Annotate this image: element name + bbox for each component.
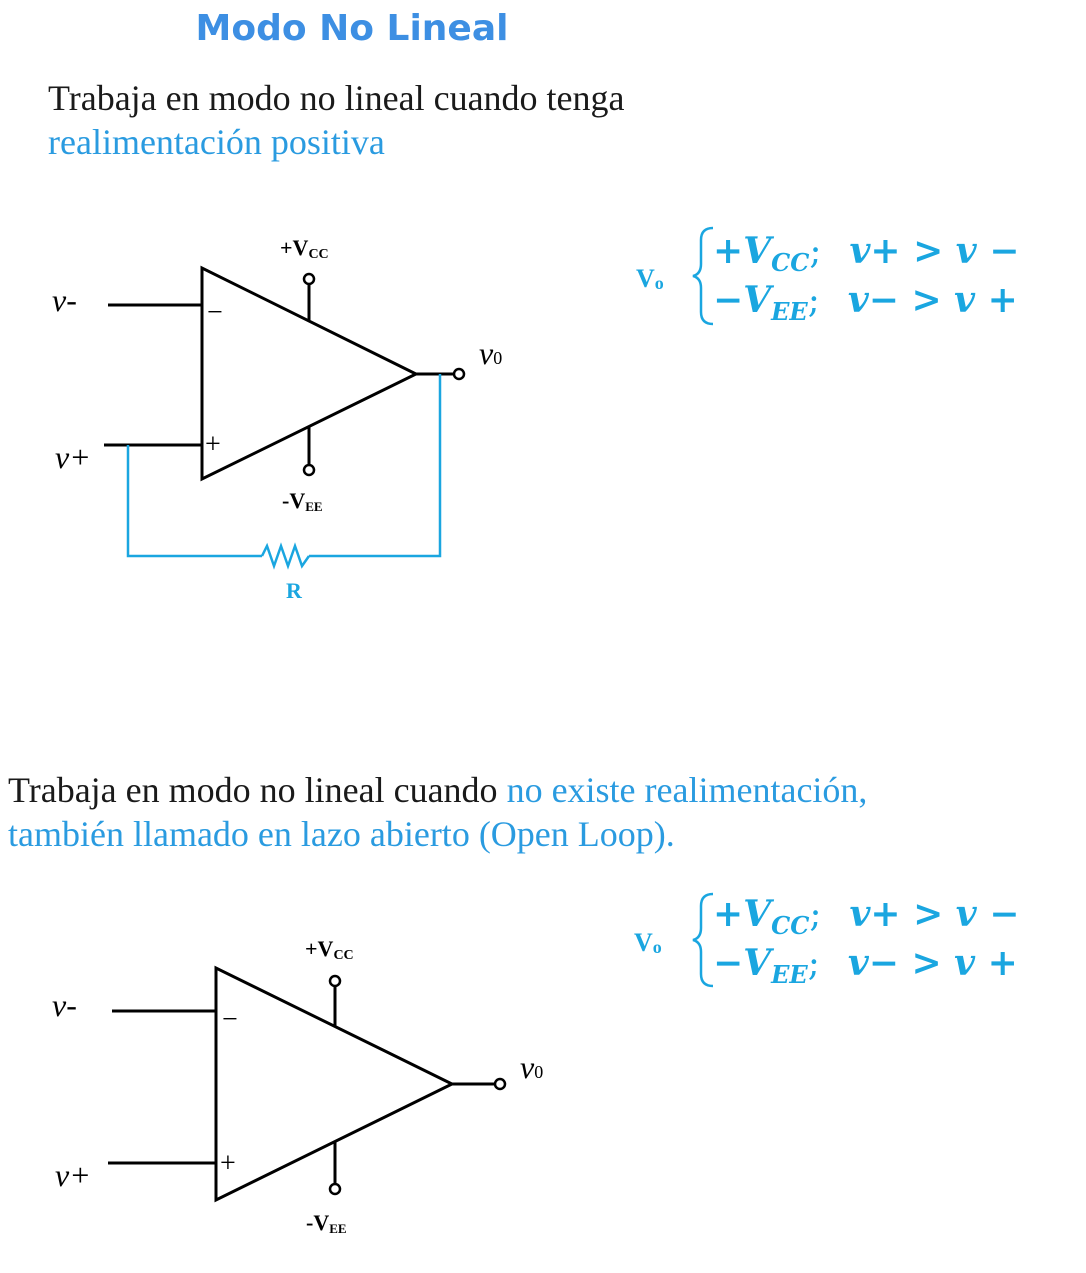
vee-label: -VEE [306,1210,347,1236]
vee-terminal [302,463,316,477]
paragraph-line-dark: Trabaja en modo no lineal cuando tenga [48,78,625,118]
opamp-diagram-positive-feedback: +VCC -VEE − + v- v+ v0 R [52,235,502,603]
feedback-wire [126,445,262,558]
output-equation-1: Vo +VCC;v+ > v − −VEE;v− > v + [636,226,1019,326]
paragraph-open-loop: Trabaja en modo no lineal cuando no exis… [8,768,867,856]
equation-brace [692,892,714,988]
output-label: v0 [479,335,502,371]
vcc-terminal [302,272,316,286]
paragraph-line-2: también llamado en lazo abierto (Open Lo… [8,814,675,854]
plus-input-sign: + [205,429,221,460]
vcc-terminal [328,974,342,988]
output-terminal [493,1077,507,1091]
equation-lhs: Vo [634,928,662,957]
equation-line-1: +VCC;v+ > v − [713,230,1019,277]
equation-brace [692,226,714,326]
equation-lhs: Vo [636,264,664,293]
equation-line-1: +VCC;v+ > v − [713,893,1019,940]
paragraph-line-highlight: realimentación positiva [48,122,385,162]
paragraph-text-dark: Trabaja en modo no lineal cuando [8,770,498,810]
noninverting-input-label: v+ [55,1157,91,1193]
noninverting-input-label: v+ [55,439,91,475]
output-label: v0 [520,1049,543,1085]
output-equation-2: Vo +VCC;v+ > v − −VEE;v− > v + [634,892,1019,989]
vee-label: -VEE [282,488,323,514]
equation-line-2: −VEE;v− > v + [713,279,1018,326]
resistor-symbol [260,542,311,570]
vcc-label: +VCC [305,936,354,963]
output-terminal [452,367,466,381]
paragraph-line-1: Trabaja en modo no lineal cuando no exis… [8,768,867,812]
inverting-input-label: v- [52,282,77,318]
page-title: Modo No Lineal [195,8,509,49]
opamp-diagram-open-loop: +VCC -VEE − + v- v+ v0 [52,936,543,1236]
minus-input-sign: − [222,1004,238,1035]
inverting-input-label: v- [52,987,77,1023]
feedback-wire-return [309,374,442,558]
resistor-label: R [286,578,303,603]
vcc-label: +VCC [280,235,329,262]
equation-line-2: −VEE;v− > v + [713,942,1018,989]
paragraph-positive-feedback: Trabaja en modo no lineal cuando tenga r… [48,76,625,164]
minus-input-sign: − [207,297,223,328]
paragraph-text-highlight: no existe realimentación, [506,770,868,810]
feedback-loop: R [126,374,442,603]
vee-terminal [328,1182,342,1196]
plus-input-sign: + [220,1148,236,1179]
